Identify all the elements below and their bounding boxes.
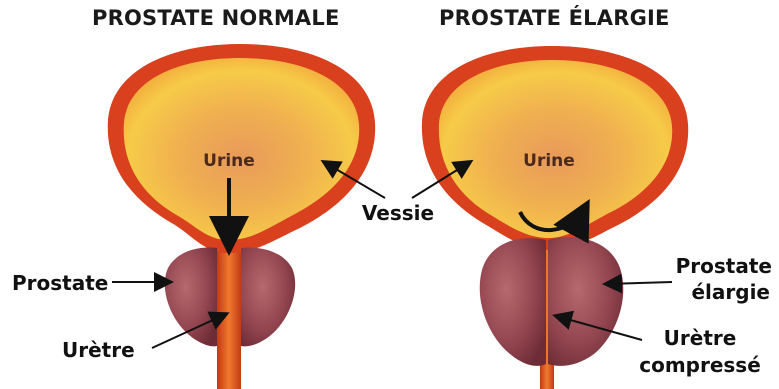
prostate-enlarged-right-lobe bbox=[548, 237, 623, 366]
label-urine-right: Urine bbox=[523, 151, 575, 171]
label-prostate-elargie-2: élargie bbox=[691, 280, 770, 304]
normal-anatomy bbox=[108, 44, 375, 389]
label-uretre: Urètre bbox=[62, 338, 135, 362]
label-urine-left: Urine bbox=[203, 151, 255, 171]
urethra-normal bbox=[217, 230, 241, 389]
enlarged-anatomy bbox=[422, 46, 688, 389]
label-vessie: Vessie bbox=[362, 201, 434, 225]
label-uretre-compresse-2: compressé bbox=[639, 353, 761, 377]
prostate-normal-left-lobe bbox=[165, 248, 217, 347]
label-prostate: Prostate bbox=[12, 271, 108, 295]
prostate-normal-right-lobe bbox=[241, 248, 295, 347]
label-prostate-elargie-1: Prostate bbox=[676, 254, 772, 278]
prostate-enlarged-left-lobe bbox=[480, 238, 546, 366]
label-uretre-compresse-1: Urètre bbox=[664, 326, 737, 350]
